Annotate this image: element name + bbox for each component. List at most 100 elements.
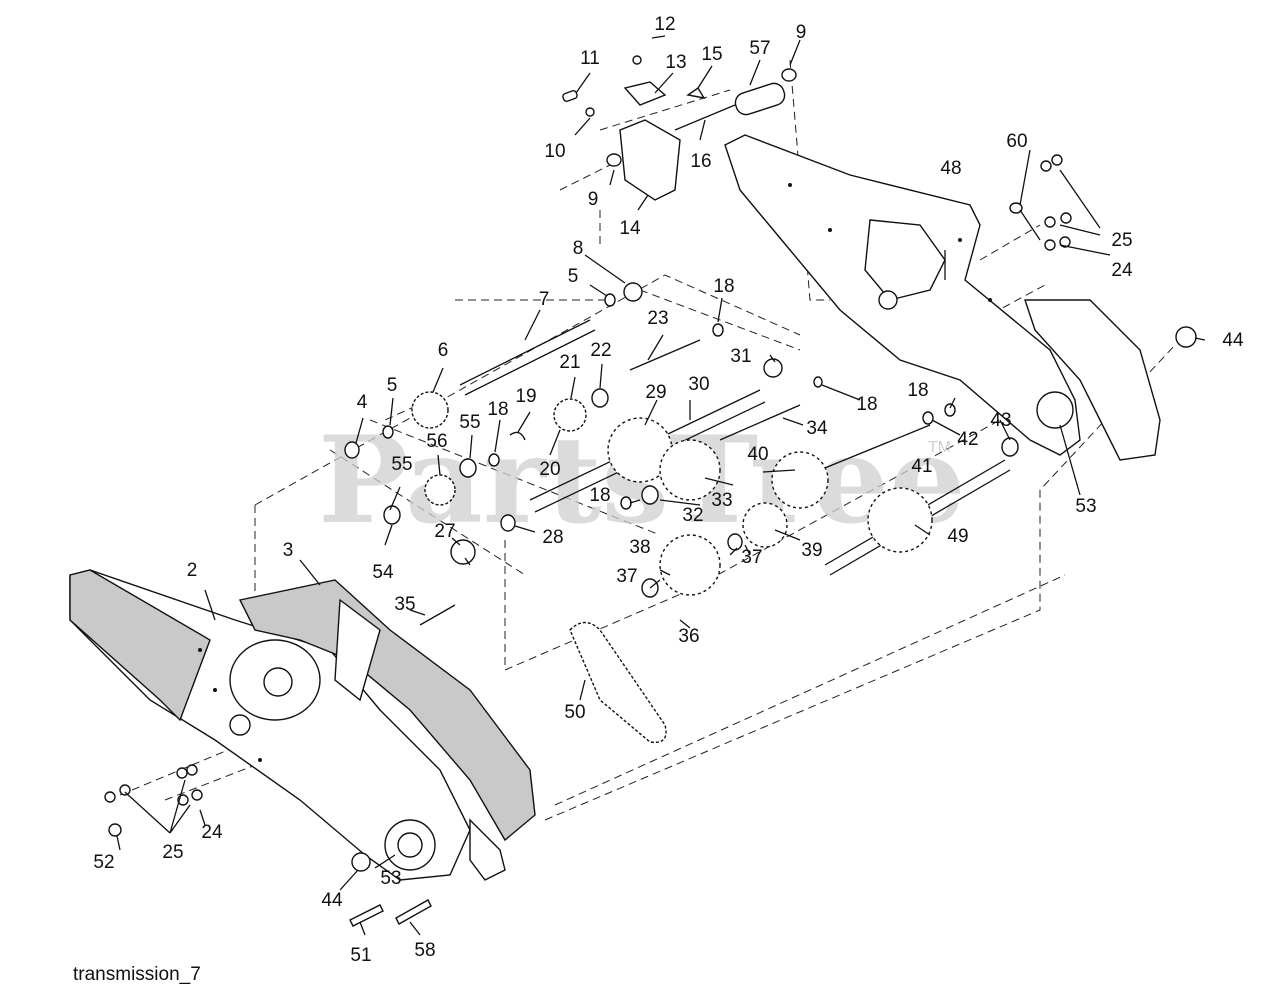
part-52-nut [108,823,122,837]
callout-43: 43 [990,410,1011,431]
callout-53-right: 53 [1075,496,1096,517]
callout-50: 50 [564,702,585,723]
callout-5-upper: 5 [568,266,579,287]
part-16-shaft [674,104,736,131]
callout-33: 33 [711,490,732,511]
part-2-left-housing [69,569,471,881]
part-14-bracket [619,119,681,201]
callout-9-top: 9 [796,22,807,43]
callout-8: 8 [573,238,584,259]
callout-11: 11 [580,48,600,69]
shafts-and-gears [344,154,1197,626]
callout-19: 19 [515,386,536,407]
callout-28: 28 [542,527,563,548]
top-assembly-parts [562,55,797,201]
callout-3: 3 [283,540,294,561]
part-58-bolt [395,899,432,925]
callout-4: 4 [357,392,368,413]
callout-10: 10 [544,141,565,162]
callout-22: 22 [590,340,611,361]
callout-52: 52 [93,852,114,873]
callout-48: 48 [940,158,961,179]
callout-18-d: 18 [487,399,508,420]
part-40-sprocket [771,451,829,509]
callout-14: 14 [619,218,641,239]
callout-20: 20 [539,459,560,480]
callout-9-left: 9 [588,189,599,210]
diagram-caption: transmission_7 [73,964,201,984]
part-38-sprocket [659,534,721,596]
callout-24-right: 24 [1111,260,1133,281]
lower-left-fasteners [104,764,432,927]
callout-18-a: 18 [713,276,734,297]
part-34-shaft [719,404,801,441]
callout-23: 23 [647,308,668,329]
part-27-bushing [450,539,476,565]
part-51-bolt [349,904,384,927]
part-48-right-housing [724,134,1161,461]
callout-29: 29 [645,382,666,403]
callout-35: 35 [394,594,415,615]
callout-51: 51 [350,945,371,966]
part-33-sprocket [659,439,721,501]
callout-40: 40 [747,444,768,465]
callout-54: 54 [372,562,394,583]
callout-44-left: 44 [321,890,343,911]
part-44-bushing-left [351,852,371,872]
callout-12: 12 [654,14,675,35]
part-56-gear [424,474,456,506]
callout-18-e: 18 [589,485,610,506]
callout-34: 34 [806,418,828,439]
part-8-bearing [623,282,643,302]
part-41-shaft [819,424,931,471]
callout-41: 41 [911,456,932,477]
part-31-bushing [763,358,783,378]
callout-7: 7 [539,289,550,310]
callout-13: 13 [665,52,686,73]
callout-31: 31 [730,346,751,367]
watermark-trademark: TM [928,439,951,456]
callout-30: 30 [688,374,709,395]
part-21-gear [553,398,587,432]
callout-6: 6 [438,340,449,361]
callout-60: 60 [1006,131,1027,152]
callout-39: 39 [801,540,822,561]
callout-32: 32 [682,505,703,526]
part-9-washer-left [606,153,622,167]
callout-21: 21 [559,352,580,373]
callout-27: 27 [434,521,455,542]
callout-57: 57 [749,38,770,59]
callout-2: 2 [187,560,198,581]
callout-18-c: 18 [907,380,928,401]
callout-labels: 12 11 13 15 57 9 10 9 16 14 48 60 25 24 … [93,14,1244,966]
callout-24-left: 24 [201,822,223,843]
part-39-sprocket [742,502,788,548]
part-6-gear [411,391,449,429]
callout-37-right: 37 [741,547,762,568]
callout-58: 58 [414,940,435,961]
callout-53-left: 53 [380,868,401,889]
part-35-spring [419,604,456,626]
callout-55-lower: 55 [391,454,412,475]
callout-44-right: 44 [1222,330,1244,351]
part-9-washer-top [781,68,797,82]
callout-38: 38 [629,537,650,558]
callout-36: 36 [678,626,699,647]
part-44-bushing-right [1175,326,1197,348]
callout-16: 16 [690,151,711,172]
callout-56: 56 [426,431,447,452]
part-7-shaft [459,319,591,386]
callout-15: 15 [701,44,722,65]
part-23-shaft [629,339,701,371]
callout-49: 49 [947,526,968,547]
callout-5-lower: 5 [387,375,398,396]
part-13-plate [623,81,667,106]
callout-42: 42 [957,429,978,450]
part-57-roller [734,82,786,116]
part-49-sprocket [867,487,933,553]
part-50-chain [569,621,667,744]
part-3-left-cover [238,579,536,881]
leader-lines [116,35,1206,936]
callout-25-left: 25 [162,842,183,863]
